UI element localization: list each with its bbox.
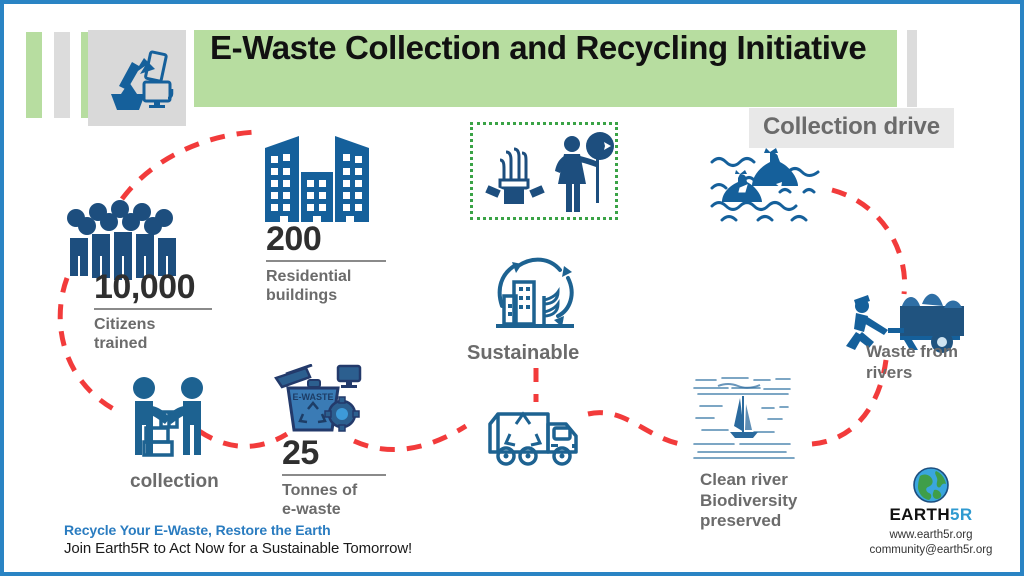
stat-buildings-rule [266,260,386,262]
clean-river-sailboat-icon [692,366,796,470]
node-collection-label: collection [130,471,219,492]
cart-label-line2: rivers [866,362,913,382]
stat-citizens-label-line1: Citizens [94,316,156,333]
stat-ewaste-label-line1: Tonnes of [282,482,358,499]
stat-citizens: 10,000 Citizens trained [94,270,212,353]
stat-buildings: 200 Residential buildings [266,222,386,305]
person-pulling-waste-cart-icon [842,284,968,360]
praying-hands-icon [484,144,546,206]
clean-river-label-line2: Biodiversity [700,490,798,510]
node-cart-label: Waste from rivers [866,342,996,383]
stat-buildings-label-line1: Residential [266,268,352,285]
brand-block: EARTH5R www.earth5r.org community@earth5… [856,466,1006,558]
brand-name-part1: EARTH [889,505,950,524]
brand-email[interactable]: community@earth5r.org [869,544,993,557]
stat-citizens-rule [94,308,212,310]
sustainable-city-recycle-icon [488,252,584,336]
brand-name-part2: 5R [950,505,973,524]
clean-river-label-line3: preserved [700,511,782,531]
footer-call-to-action: Join Earth5R to Act Now for a Sustainabl… [64,540,413,557]
person-with-sign-icon [552,132,616,216]
status-badge-collection-drive: Collection drive [749,108,954,148]
footer-tagline: Recycle Your E-Waste, Restore the Earth [64,522,331,538]
stat-citizens-number: 10,000 [94,268,196,306]
crowd-of-people-icon [60,200,190,280]
title-band [194,30,897,107]
stat-ewaste-rule [282,474,386,476]
stat-buildings-number: 200 [266,220,322,258]
svg-text:E-WASTE: E-WASTE [292,392,333,402]
header-accent-bar-2 [54,32,70,118]
title-band-tail [907,30,917,107]
stat-ewaste-label-line2: e-waste [282,501,341,519]
residential-buildings-icon [263,134,371,228]
header-accent-bar-1 [26,32,42,118]
earth-globe-icon [856,466,1006,504]
cart-label-line1: Waste from [866,342,958,361]
recycling-garbage-truck-icon [484,402,590,470]
stat-ewaste-number: 25 [282,434,319,472]
dashed-flow-connectors [57,129,908,453]
clean-river-label-line1: Clean river [700,470,788,489]
node-clean-river-label: Clean river Biodiversity preserved [700,470,860,532]
ewaste-bin-icon: E-WASTE [272,364,364,448]
stat-buildings-label-line2: buildings [266,287,338,305]
page-title: E-Waste Collection and Recycling Initiat… [210,29,867,66]
campaign-dotted-frame [470,122,618,220]
brand-website[interactable]: www.earth5r.org [889,529,973,541]
brand-name: EARTH5R [856,505,1006,525]
stat-citizens-label-line2: trained [94,335,148,353]
stat-ewaste: 25 Tonnes of e-waste [282,436,386,519]
ewaste-recycle-icon [88,30,186,126]
two-people-handover-icon [122,376,214,462]
garbage-bags-in-water-icon [710,144,820,230]
node-sustainable-label: Sustainable [467,342,580,364]
